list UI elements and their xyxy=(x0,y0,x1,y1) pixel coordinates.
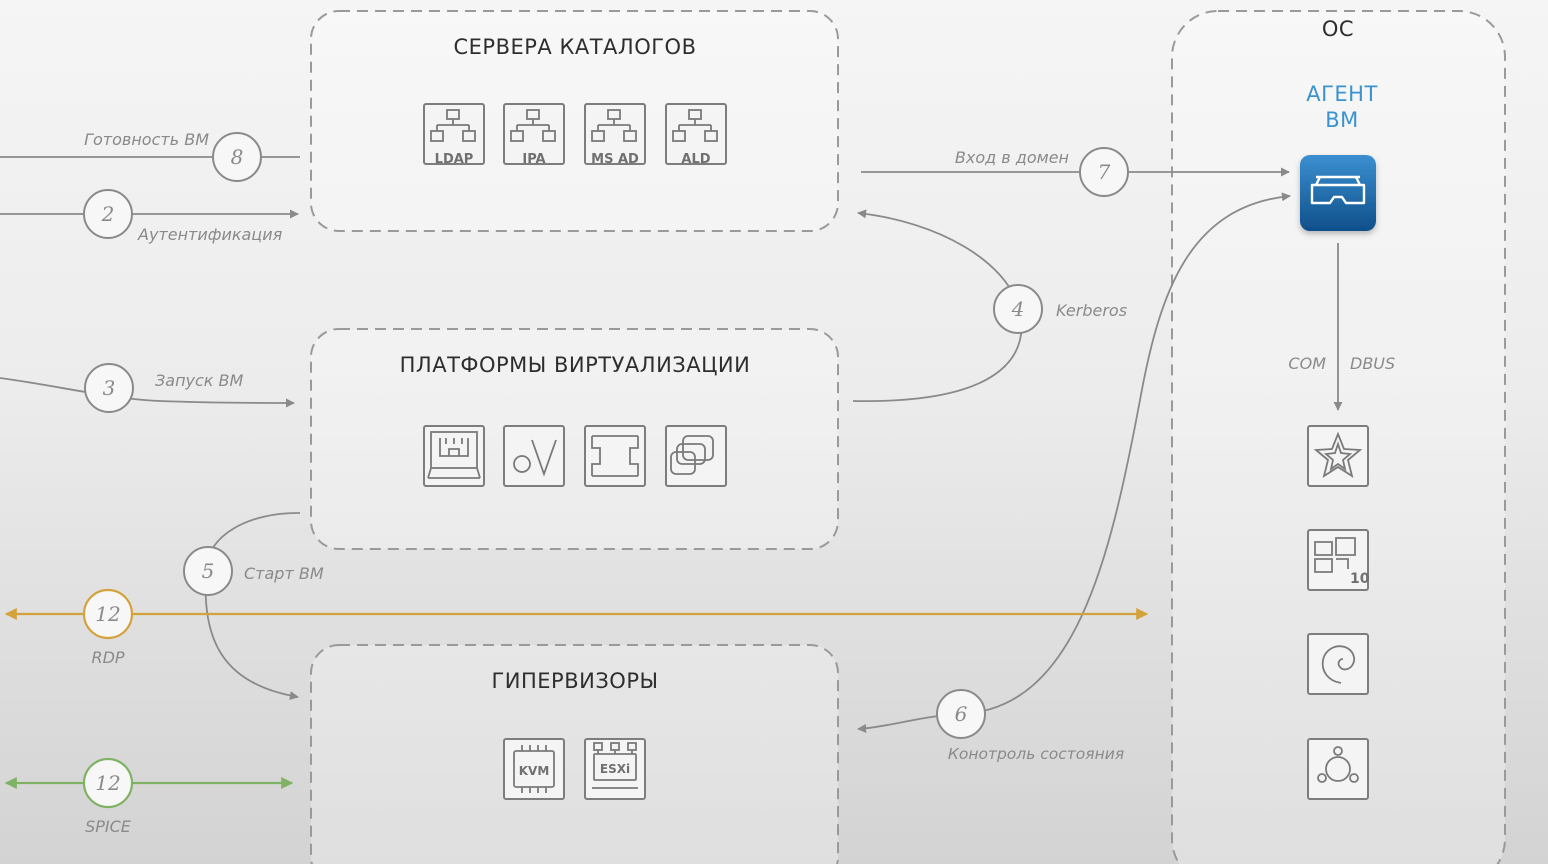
flow-7-badge xyxy=(1079,147,1129,197)
ipa-label: IPA xyxy=(522,152,545,167)
ovirt-icon xyxy=(503,425,565,487)
flow-3-line xyxy=(0,377,295,408)
flow-4-badge xyxy=(993,284,1043,334)
windows-version-label: 10 xyxy=(1350,571,1370,587)
flow-3-label: Запуск ВМ xyxy=(155,371,244,390)
ipa-icon: IPA xyxy=(503,103,565,167)
flow-7-label: Вход в домен xyxy=(955,148,1069,167)
hypervisors-title: ГИПЕРВИЗОРЫ xyxy=(491,669,658,693)
flow-7-number: 7 xyxy=(1098,160,1111,184)
kvm-icon: KVM xyxy=(503,738,565,800)
virtualization-platforms-group: ПЛАТФОРМЫ ВИРТУАЛИЗАЦИИ xyxy=(310,328,839,550)
hypervisors-box xyxy=(310,644,839,864)
virtualization-platforms-title: ПЛАТФОРМЫ ВИРТУАЛИЗАЦИИ xyxy=(400,353,751,377)
ubuntu-circle-icon xyxy=(1307,738,1369,800)
catalog-servers-group: СЕРВЕРА КАТАЛОГОВ LDAP IPA MS AD xyxy=(310,10,839,232)
flow-2: 2 Аутентификация xyxy=(83,189,283,244)
rdp-number: 12 xyxy=(95,602,120,626)
flow-7: 7 Вход в домен xyxy=(955,147,1129,197)
os-group: ОС АГЕНТ ВМ COM DBUS 10 xyxy=(1171,10,1506,864)
rdp-label: RDP xyxy=(91,648,124,667)
flow-6-number: 6 xyxy=(955,702,968,726)
astra-star-icon xyxy=(1307,425,1369,487)
os-title: ОС xyxy=(1322,17,1354,41)
vmware-icon xyxy=(665,425,727,487)
flow-6-line xyxy=(857,192,1291,733)
esxi-label: ESXi xyxy=(600,762,630,776)
hypervisors-group: ГИПЕРВИЗОРЫ KVM ESXi xyxy=(310,644,839,864)
ald-label: ALD xyxy=(681,152,710,167)
flow-5-badge xyxy=(183,546,233,596)
flow-2-badge xyxy=(83,189,133,239)
flow-4-number: 4 xyxy=(1011,297,1025,321)
ldap-label: LDAP xyxy=(435,152,474,167)
flow-8-badge xyxy=(212,132,262,182)
esxi-icon: ESXi xyxy=(584,738,646,800)
rdp-badge xyxy=(82,588,134,640)
flow-6-label: Конотроль состояния xyxy=(948,745,1124,763)
flow-2-number: 2 xyxy=(101,202,115,226)
flow-5-label: Старт ВМ xyxy=(244,564,324,583)
catalog-servers-title: СЕРВЕРА КАТАЛОГОВ xyxy=(453,35,696,59)
flow-spice: 12 SPICE xyxy=(82,757,134,836)
ald-icon: ALD xyxy=(665,103,727,167)
flow-6-badge xyxy=(936,689,986,739)
agent-title-line2: ВМ xyxy=(1325,108,1359,132)
flow-5-number: 5 xyxy=(202,559,215,583)
flow-3: 3 Запуск ВМ xyxy=(84,363,244,413)
virtualization-platforms-box xyxy=(310,328,839,550)
flow-4: 4 Kerberos xyxy=(993,284,1127,334)
connections xyxy=(0,156,1343,789)
flow-8-label: Готовность ВМ xyxy=(84,130,209,149)
windows-10-icon: 10 xyxy=(1307,529,1370,591)
catalog-servers-box xyxy=(310,10,839,232)
debian-swirl-icon xyxy=(1307,633,1369,695)
ms-ad-label: MS AD xyxy=(591,152,639,167)
flow-rdp: 12 RDP xyxy=(82,588,134,667)
flow-6: 6 Конотроль состояния xyxy=(936,689,1124,763)
flow-8: 8 Готовность ВМ xyxy=(84,130,262,182)
spice-label: SPICE xyxy=(85,817,132,836)
flow-3-number: 3 xyxy=(103,376,116,400)
flow-4-label: Kerberos xyxy=(1056,301,1127,320)
dbus-label: DBUS xyxy=(1350,354,1395,373)
spice-badge xyxy=(82,757,134,809)
ms-ad-icon: MS AD xyxy=(584,103,646,167)
bracket-frame-icon xyxy=(584,425,646,487)
com-label: COM xyxy=(1288,354,1326,373)
kvm-label: KVM xyxy=(519,764,550,778)
flow-5: 5 Старт ВМ xyxy=(183,546,324,596)
vr-glasses-icon xyxy=(1300,155,1376,231)
flow-3-badge xyxy=(84,363,134,413)
flow-5-line xyxy=(204,512,301,701)
ldap-icon: LDAP xyxy=(423,103,485,167)
flow-8-number: 8 xyxy=(231,145,244,169)
spice-number: 12 xyxy=(95,771,120,795)
castle-monitor-icon xyxy=(423,425,485,487)
agent-title-line1: АГЕНТ xyxy=(1306,82,1378,106)
flow-2-label: Аутентификация xyxy=(137,225,283,244)
